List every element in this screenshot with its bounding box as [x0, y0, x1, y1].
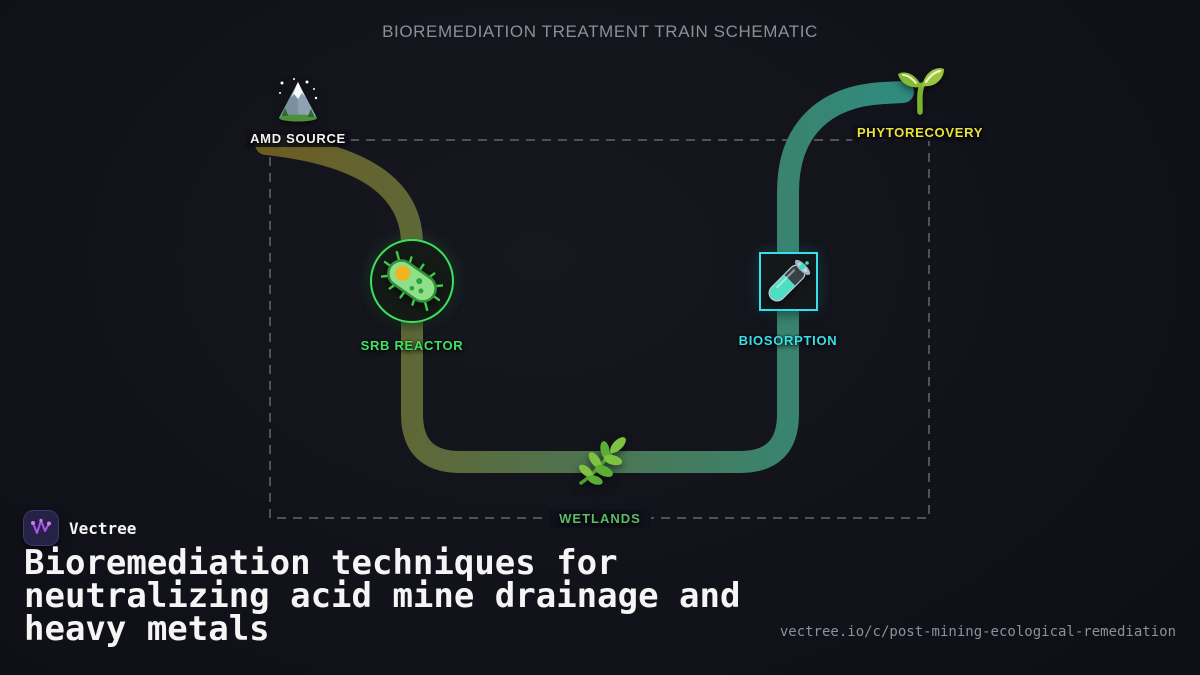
mountain-icon [274, 76, 322, 124]
srb-reactor-frame [370, 239, 454, 323]
page-url: vectree.io/c/post-mining-ecological-reme… [779, 624, 1176, 640]
test-tube-icon [764, 258, 812, 306]
wetlands-label: WETLANDS [549, 509, 651, 528]
srb-reactor-label: SRB REACTOR [360, 338, 464, 353]
brand-row: Vectree [23, 510, 136, 546]
biosorption-frame [758, 252, 818, 311]
node-biosorption: BIOSORPTION [728, 252, 848, 348]
node-srb-reactor: SRB REACTOR [352, 239, 472, 353]
seedling-icon [892, 60, 948, 116]
phytorecovery-label: PHYTORECOVERY [851, 124, 989, 141]
node-phytorecovery-label: PHYTORECOVERY [851, 124, 989, 141]
node-wetlands-icon [570, 433, 630, 491]
biosorption-label: BIOSORPTION [738, 333, 838, 348]
amd-source-label: AMD SOURCE [245, 130, 351, 147]
microbe-icon [378, 250, 446, 312]
node-wetlands-label: WETLANDS [540, 509, 660, 528]
vectree-logo-icon [23, 510, 59, 546]
page-headline: Bioremediation techniques for neutralizi… [24, 543, 741, 649]
brand-name: Vectree [69, 518, 137, 538]
schematic-title: BIOREMEDIATION TREATMENT TRAIN SCHEMATIC [382, 22, 818, 41]
herb-icon [571, 433, 629, 491]
node-amd-source: AMD SOURCE [238, 76, 358, 147]
node-phytorecovery-icon [892, 60, 948, 116]
